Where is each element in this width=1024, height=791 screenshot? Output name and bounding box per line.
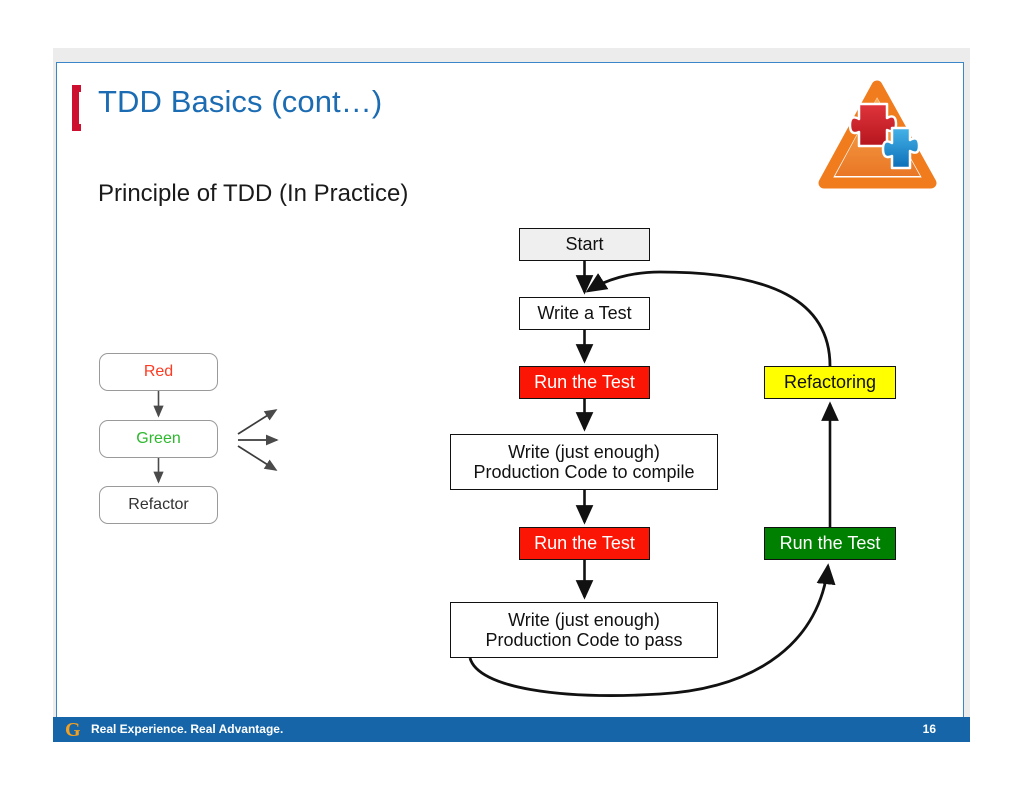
flow-node-write-a-test[interactable]: Write a Test — [519, 297, 650, 330]
compile-line-2: Production Code to compile — [473, 462, 695, 482]
compile-line-1: Write (just enough) — [508, 441, 660, 462]
flow-node-run-the-test-2[interactable]: Run the Test — [519, 527, 650, 560]
footer-tagline: Real Experience. Real Advantage. — [91, 722, 284, 736]
puzzle-triangle-icon — [818, 80, 937, 189]
title-bracket-decoration — [72, 85, 81, 131]
mini-node-green: Green — [99, 420, 218, 458]
slide-footer-bar: G Real Experience. Real Advantage. 16 — [53, 717, 970, 742]
flow-node-run-the-test-3[interactable]: Run the Test — [764, 527, 896, 560]
flow-node-write-production-code-to-compile[interactable]: Write (just enough) Production Code to c… — [450, 434, 718, 490]
page-title: TDD Basics (cont…) — [98, 84, 383, 119]
footer-g-logo-icon: G — [65, 719, 81, 741]
mini-node-refactor: Refactor — [99, 486, 218, 524]
flow-node-start[interactable]: Start — [519, 228, 650, 261]
slide-subtitle: Principle of TDD (In Practice) — [98, 180, 409, 207]
flow-node-run-the-test-1[interactable]: Run the Test — [519, 366, 650, 399]
pass-line-2: Production Code to pass — [485, 630, 683, 650]
flow-node-write-production-code-to-pass[interactable]: Write (just enough) Production Code to p… — [450, 602, 718, 658]
mini-node-red: Red — [99, 353, 218, 391]
page-number: 16 — [922, 722, 936, 736]
flow-node-refactoring[interactable]: Refactoring — [764, 366, 896, 399]
pass-line-1: Write (just enough) — [508, 609, 660, 630]
puzzle-triangle-logo — [818, 80, 938, 193]
